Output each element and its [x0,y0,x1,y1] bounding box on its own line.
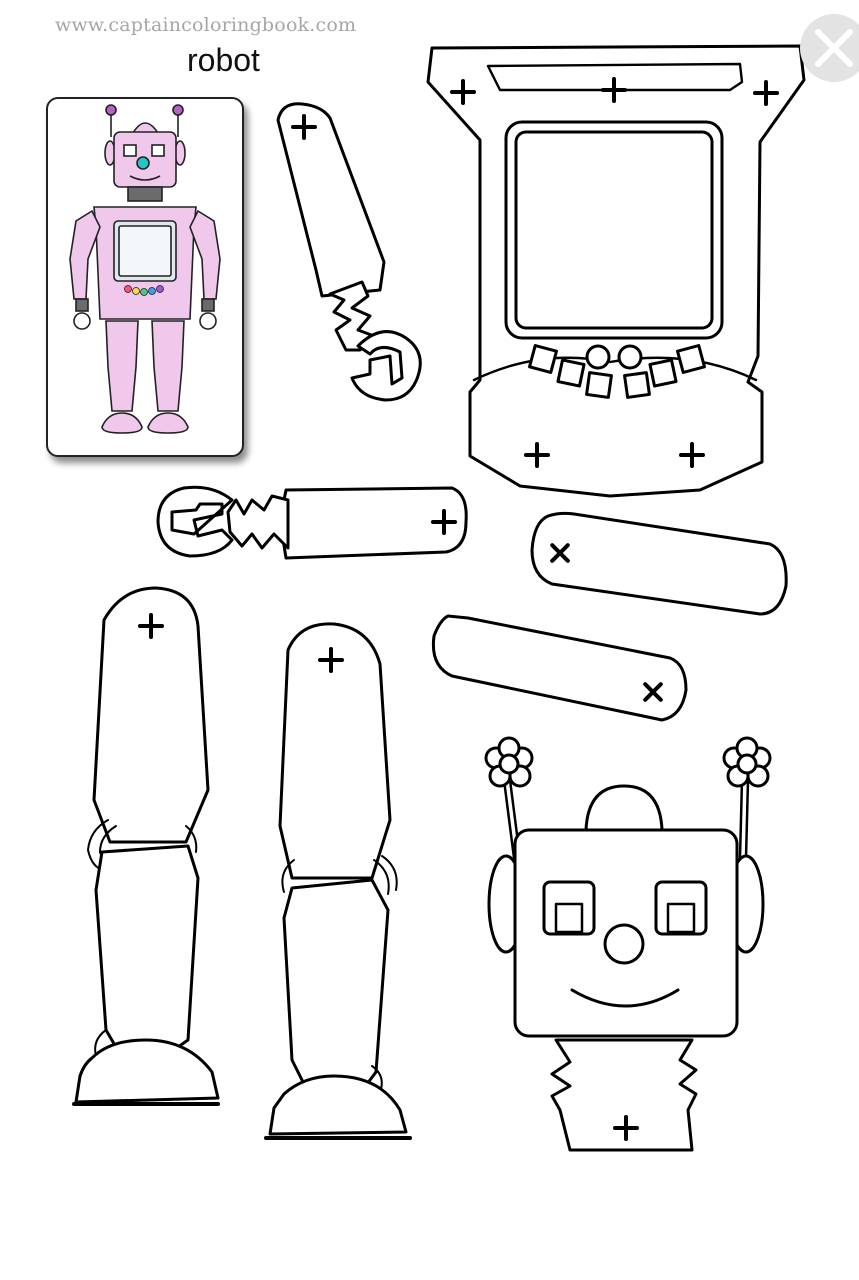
site-url: www.captaincoloringbook.com [55,14,357,36]
head-piece [484,736,772,1152]
torso-piece [426,44,806,498]
upper-arm-piece [431,614,688,722]
close-button[interactable] [800,14,859,82]
leg-piece [72,586,220,1106]
robot-preview-illustration [69,104,221,434]
leg-piece [264,622,412,1140]
page-title: robot [187,42,260,78]
arm-wrench-piece [156,485,468,560]
upper-arm-piece [530,511,788,616]
arm-wrench-piece [276,102,422,402]
robot-preview-card [46,97,244,457]
close-icon[interactable] [800,14,859,82]
